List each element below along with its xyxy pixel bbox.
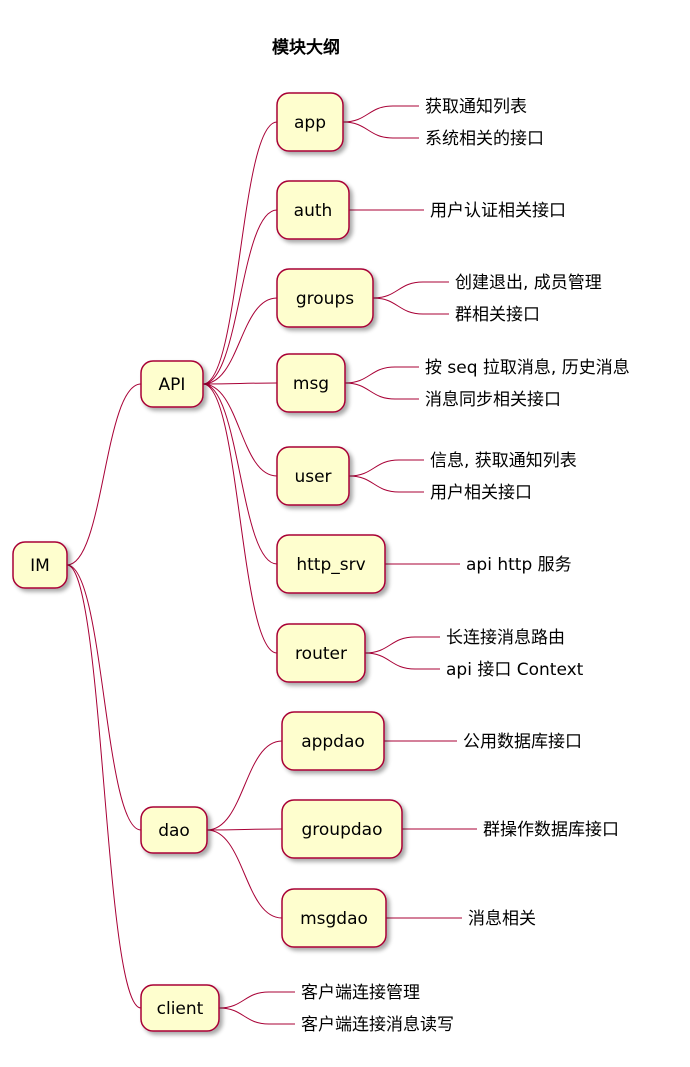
edge-api-5 — [202, 383, 278, 565]
node-dao-child-0-label: appdao — [301, 732, 365, 752]
dao-child-0-note-0: 公用数据库接口 — [463, 732, 582, 752]
node-im-label: IM — [30, 556, 50, 576]
edge-api-4 — [202, 383, 278, 477]
node-api-child-1-label: auth — [294, 201, 333, 221]
node-api-box — [140, 360, 204, 408]
api-child-0-note-0: 获取通知列表 — [425, 97, 527, 117]
api-child-1-note-0: 用户认证相关接口 — [430, 201, 566, 221]
api-child-3-note-edge-1 — [344, 382, 419, 400]
node-api-child-6-box — [276, 623, 366, 683]
node-dao: dao — [140, 806, 208, 854]
edge-dao-0 — [206, 740, 283, 831]
api-child-0-note-1: 系统相关的接口 — [425, 129, 544, 149]
edge-im-node-dao — [66, 564, 142, 831]
node-dao-child-2-label: msgdao — [300, 909, 368, 929]
node-dao-child-1-label: groupdao — [302, 820, 383, 840]
node-api-child-5-label: http_srv — [296, 555, 365, 575]
node-api-child-0-label: app — [294, 113, 326, 133]
api-child-3-note-0: 按 seq 拉取消息, 历史消息 — [425, 358, 630, 378]
api-child-3-note-edge-0 — [344, 366, 419, 384]
api-child-3-note-1: 消息同步相关接口 — [425, 390, 561, 410]
api-child-0-note-edge-1 — [342, 121, 419, 139]
api-child-6-note-1: api 接口 Context — [446, 660, 584, 680]
node-im-box — [12, 541, 68, 589]
node-api-child-2-box — [276, 268, 374, 328]
node-api-child-1: auth — [276, 180, 350, 240]
api-child-2-note-1: 群相关接口 — [455, 305, 540, 325]
api-child-6-note-edge-0 — [364, 636, 440, 654]
node-api-child-6-label: router — [295, 644, 347, 664]
api-child-4-note-0: 信息, 获取通知列表 — [430, 451, 577, 471]
node-dao-box — [140, 806, 208, 854]
node-api-child-3-box — [276, 353, 346, 413]
api-child-6-note-edge-1 — [364, 652, 440, 670]
api-child-4-note-edge-0 — [348, 459, 424, 477]
node-dao-label: dao — [158, 821, 190, 841]
dao-child-1-note-0: 群操作数据库接口 — [483, 820, 619, 840]
node-api-child-4-box — [276, 446, 350, 506]
edges — [66, 105, 477, 1025]
nodes: IM API dao client app auth groups msg user http_s… — [12, 92, 403, 1032]
edge-api-3 — [202, 382, 278, 385]
diagram-title: 模块大纲 — [272, 37, 340, 58]
node-api-child-3-label: msg — [293, 374, 329, 394]
node-api-child-2-label: groups — [296, 289, 354, 309]
node-dao-child-1: groupdao — [281, 799, 403, 859]
node-dao-child-0: appdao — [281, 711, 385, 771]
node-api-child-5: http_srv — [276, 534, 386, 594]
node-dao-child-0-box — [281, 711, 385, 771]
node-client-box — [140, 984, 220, 1032]
node-api-child-3: msg — [276, 353, 346, 413]
edge-api-6 — [202, 383, 278, 654]
edge-api-0 — [202, 121, 278, 385]
node-api-child-2: groups — [276, 268, 374, 328]
edge-api-2 — [202, 297, 278, 385]
edge-im-node-client — [66, 564, 142, 1009]
api-child-2-note-0: 创建退出, 成员管理 — [455, 273, 602, 293]
node-dao-child-2: msgdao — [281, 888, 387, 948]
node-dao-child-1-box — [281, 799, 403, 859]
api-child-2-note-edge-1 — [372, 297, 449, 315]
node-client: client — [140, 984, 220, 1032]
edge-dao-2 — [206, 829, 283, 919]
node-api-child-4: user — [276, 446, 350, 506]
client-note-0: 客户端连接管理 — [301, 983, 420, 1003]
node-api-child-0-box — [276, 92, 344, 152]
edge-api-1 — [202, 209, 278, 385]
node-client-label: client — [157, 999, 204, 1019]
node-api-child-1-box — [276, 180, 350, 240]
client-note-edge-1 — [218, 1007, 295, 1025]
node-api: API — [140, 360, 204, 408]
node-api-child-5-box — [276, 534, 386, 594]
node-api-child-4-label: user — [294, 467, 331, 487]
dao-child-2-note-0: 消息相关 — [468, 909, 536, 929]
node-api-child-0: app — [276, 92, 344, 152]
api-child-5-note-0: api http 服务 — [466, 555, 572, 575]
api-child-2-note-edge-0 — [372, 281, 449, 299]
node-dao-child-2-box — [281, 888, 387, 948]
api-child-0-note-edge-0 — [342, 105, 419, 123]
node-api-label: API — [159, 375, 186, 395]
node-im: IM — [12, 541, 68, 589]
api-child-4-note-edge-1 — [348, 475, 424, 493]
edge-dao-1 — [206, 828, 283, 831]
client-note-1: 客户端连接消息读写 — [301, 1015, 454, 1035]
edge-im-node-api — [66, 383, 142, 566]
node-api-child-6: router — [276, 623, 366, 683]
api-child-6-note-0: 长连接消息路由 — [446, 628, 565, 648]
api-child-4-note-1: 用户相关接口 — [430, 483, 532, 503]
client-note-edge-0 — [218, 991, 295, 1009]
